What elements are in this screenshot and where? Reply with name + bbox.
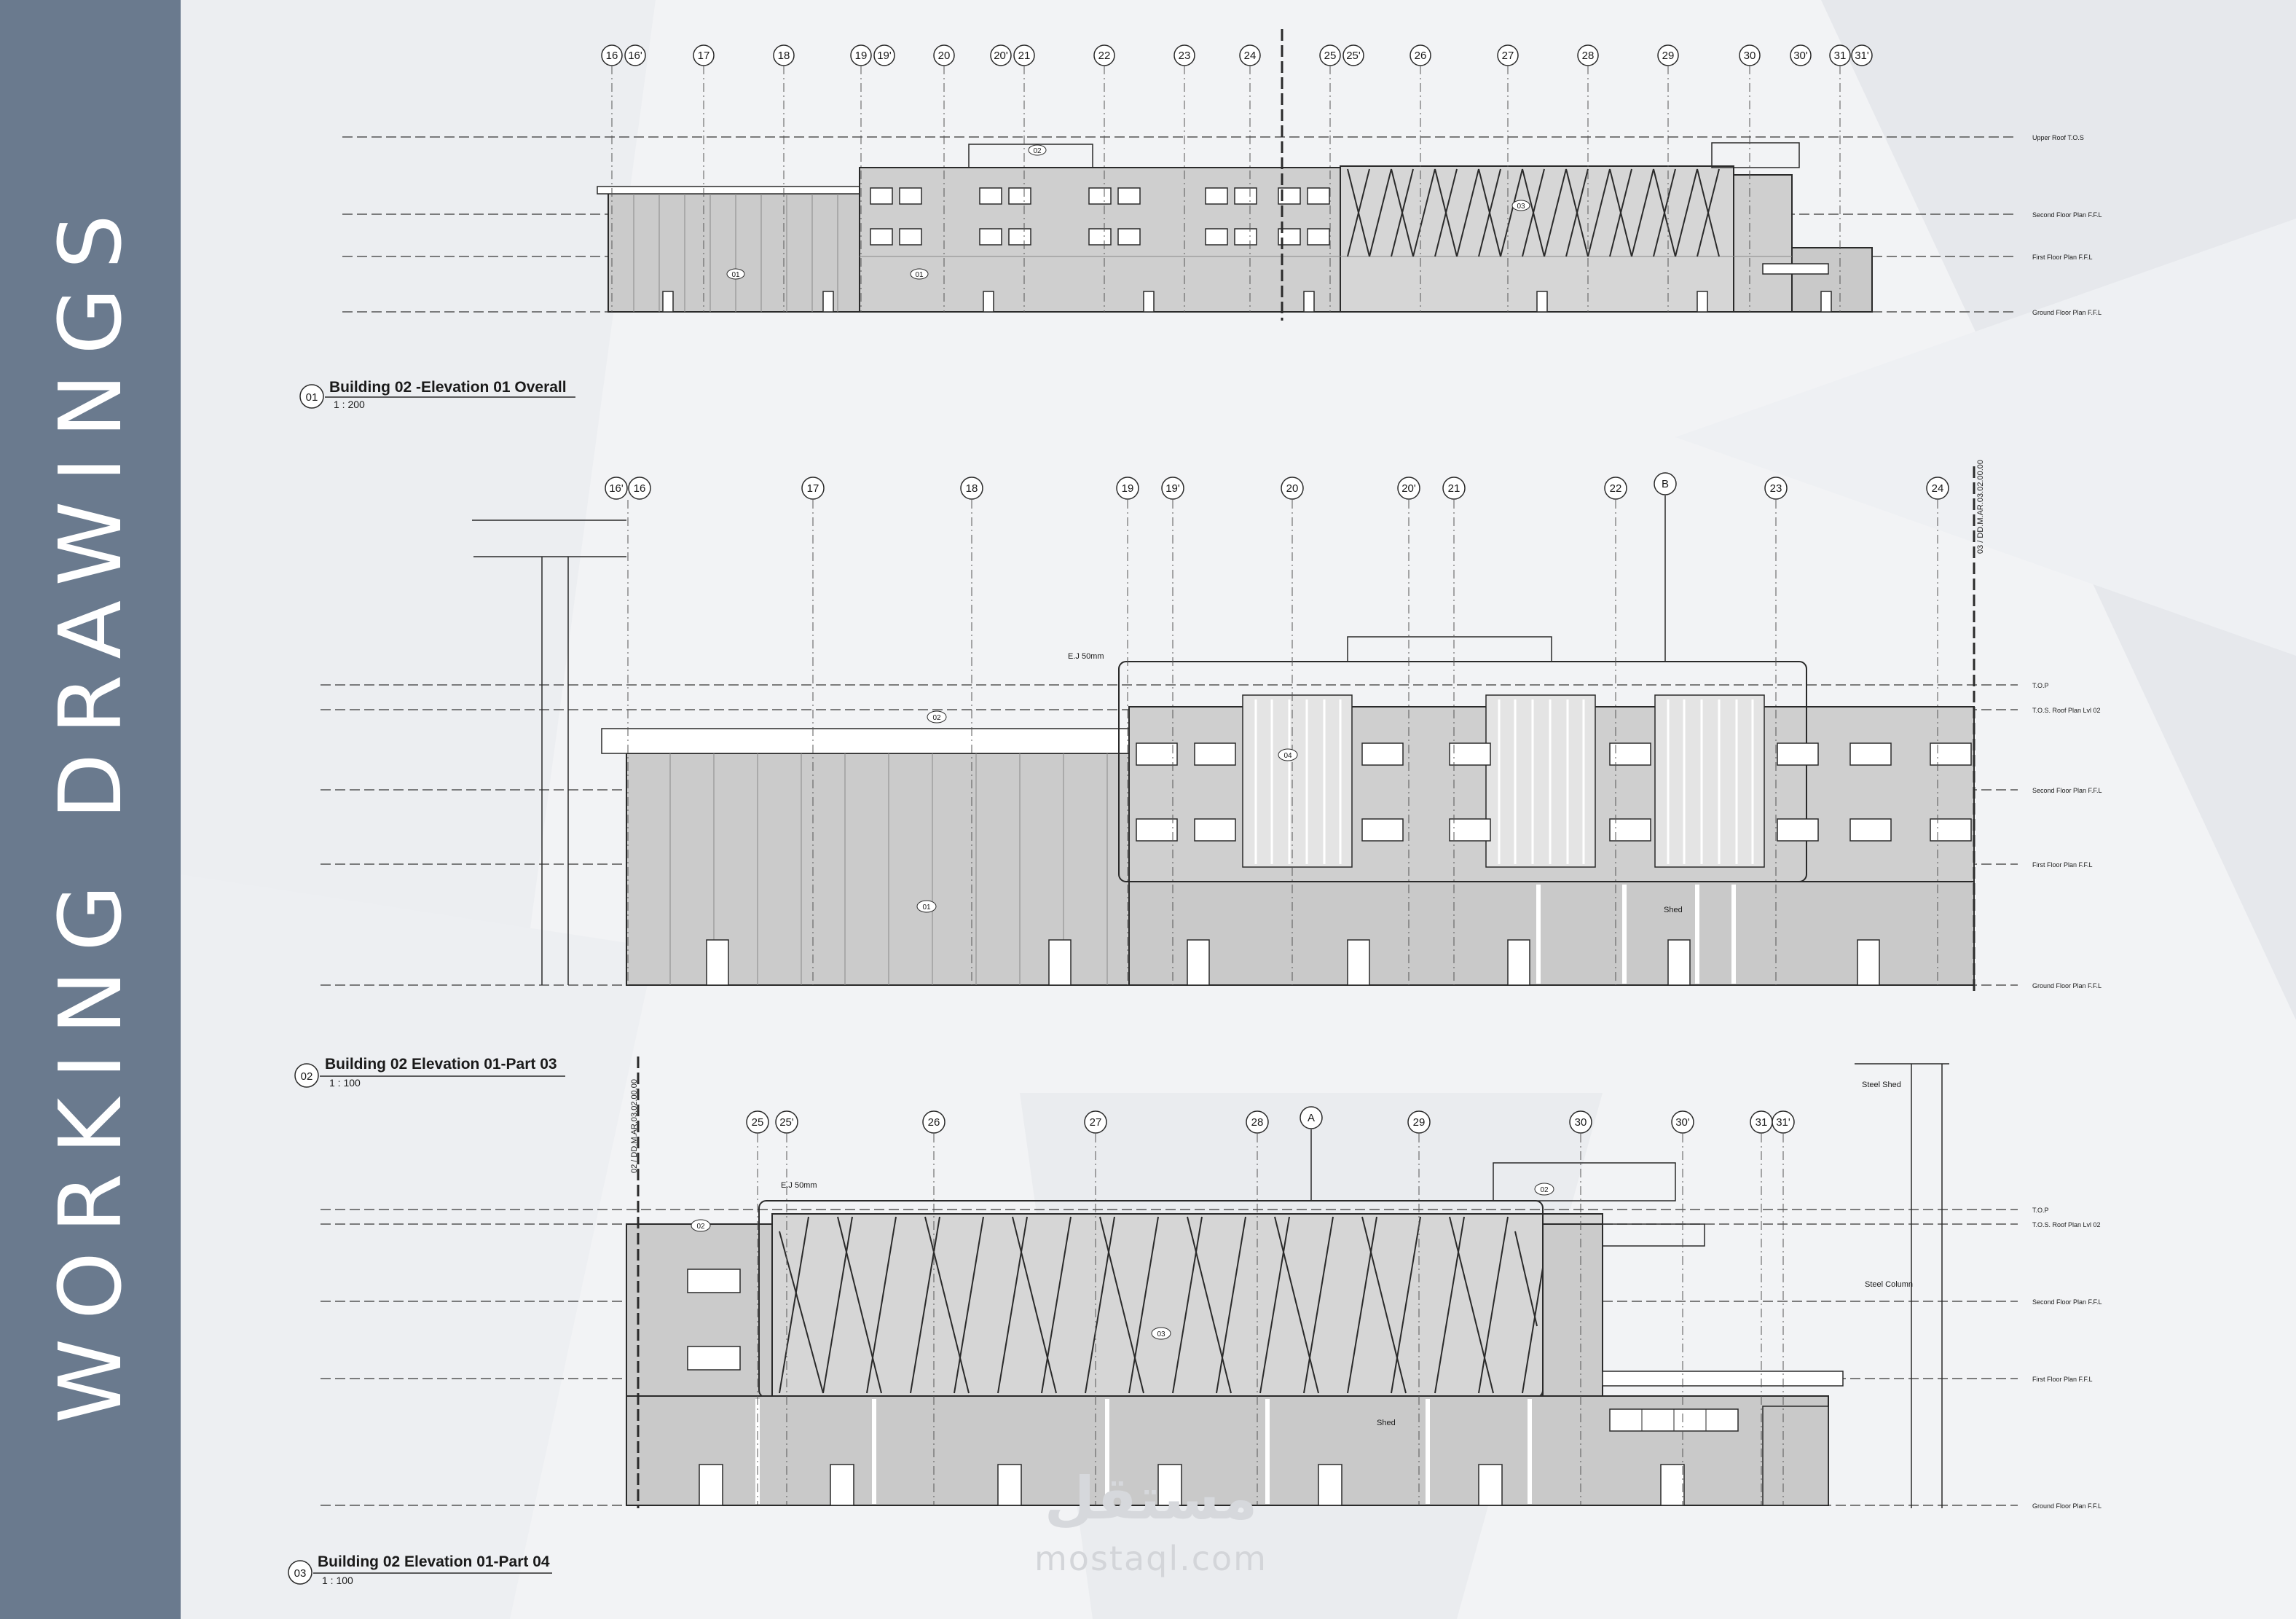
grid-label: 24 [1932,482,1944,495]
grid-label: 20 [1286,482,1299,495]
grid-label: 19 [1122,482,1134,495]
grid-label: 17 [698,50,710,62]
grid-label: 21 [1018,50,1031,62]
elevation-number: 02 [301,1070,313,1083]
level-label: First Floor Plan F.F.L [2032,1376,2093,1383]
material-tag: 03 [1157,1330,1165,1338]
level-label: Ground Floor Plan F.F.L [2032,982,2102,989]
level-label: First Floor Plan F.F.L [2032,861,2093,869]
annotation: Shed [1664,906,1683,914]
material-tag: 01 [922,903,931,912]
material-tag: 02 [1033,147,1042,155]
level-label: T.O.S. Roof Plan Lvl 02 [2032,1221,2101,1228]
grid-label: A [1308,1112,1315,1124]
annotation: Steel Shed [1862,1081,1901,1089]
level-label: T.O.P [2032,682,2049,689]
grid-label: 31 [1756,1116,1768,1129]
elevation-scale: 1 : 200 [334,399,365,410]
watermark-text: mostaql.com [1034,1539,1267,1578]
level-label: T.O.P [2032,1207,2049,1214]
grid-label: 20' [994,50,1008,62]
grid-label: 23 [1770,482,1782,495]
grid-label: 16 [606,50,618,62]
material-tag: 02 [1540,1186,1549,1194]
grid-label: 16 [634,482,646,495]
level-label: Second Floor Plan F.F.L [2032,1298,2102,1306]
material-tag: 02 [932,714,941,722]
elevation-01-part-03 [294,466,2018,1088]
elevation-number: 03 [294,1567,307,1580]
grid-label: 25' [1346,50,1361,62]
annotation: Steel Column [1865,1280,1913,1289]
grid-label: 29 [1662,50,1675,62]
grid-label: 18 [966,482,978,495]
grid-label: 22 [1098,50,1111,62]
elevation-number: 01 [306,391,318,404]
level-label: Ground Floor Plan F.F.L [2032,309,2102,316]
grid-label: 31 [1834,50,1847,62]
grid-label: 30' [1793,50,1808,62]
material-tag: 04 [1283,752,1292,760]
elevation-title: Building 02 Elevation 01-Part 04 [318,1553,550,1570]
grid-label: 18 [778,50,790,62]
section-reference: 02 / DD.M.AR.03.02.00.00 [630,1079,639,1173]
grid-label: 20' [1401,482,1416,495]
grid-label: 25' [779,1116,794,1129]
elevation-scale: 1 : 100 [329,1077,361,1089]
material-tag: 01 [915,271,924,279]
grid-label: 26 [928,1116,940,1129]
grid-label: 27 [1090,1116,1102,1129]
level-label: Second Floor Plan F.F.L [2032,211,2102,219]
grid-label: 19 [855,50,868,62]
grid-label: 28 [1251,1116,1264,1129]
level-label: Ground Floor Plan F.F.L [2032,1502,2102,1510]
annotation: Shed [1377,1419,1396,1427]
annotation: E.J 50mm [1068,652,1104,661]
grid-label: 21 [1448,482,1460,495]
grid-label: 25 [752,1116,764,1129]
grid-label: 19' [877,50,892,62]
grid-label: 31' [1855,50,1869,62]
material-tag: 01 [731,271,740,279]
material-tag: 02 [696,1223,705,1231]
grid-label: 19' [1165,482,1180,495]
grid-label: 27 [1502,50,1514,62]
grid-label: 25 [1324,50,1337,62]
grid-label: 29 [1413,1116,1426,1129]
annotation: E.J 50mm [781,1181,817,1190]
elevation-title: Building 02 -Elevation 01 Overall [329,379,567,396]
grid-label: 24 [1244,50,1257,62]
grid-label: B [1662,478,1669,490]
elevation-01-part-04 [288,1057,2018,1585]
grid-label: 30' [1675,1116,1690,1129]
grid-label: 30 [1744,50,1756,62]
sidebar-band: WORKING DRAWINGS [0,0,181,1619]
grid-label: 23 [1179,50,1191,62]
grid-label: 17 [807,482,819,495]
grid-label: 30 [1575,1116,1587,1129]
elevation-title: Building 02 Elevation 01-Part 03 [325,1056,557,1073]
section-reference: 03 / DD.M.AR.03.02.00.00 [1976,460,1985,554]
elevation-01-overall [299,29,2018,409]
grid-label: 31' [1776,1116,1790,1129]
level-label: Second Floor Plan F.F.L [2032,787,2102,794]
grid-label: 16' [628,50,642,62]
level-label: T.O.S. Roof Plan Lvl 02 [2032,707,2101,714]
grid-label: 20 [938,50,951,62]
elevation-scale: 1 : 100 [322,1575,353,1586]
level-label: First Floor Plan F.F.L [2032,254,2093,261]
grid-label: 26 [1415,50,1427,62]
grid-label: 28 [1582,50,1595,62]
level-label: Upper Roof T.O.S [2032,134,2084,141]
grid-label: 22 [1610,482,1622,495]
watermark-logo: مستقل [1044,1465,1258,1532]
material-tag: 03 [1517,203,1525,211]
grid-label: 16' [609,482,624,495]
